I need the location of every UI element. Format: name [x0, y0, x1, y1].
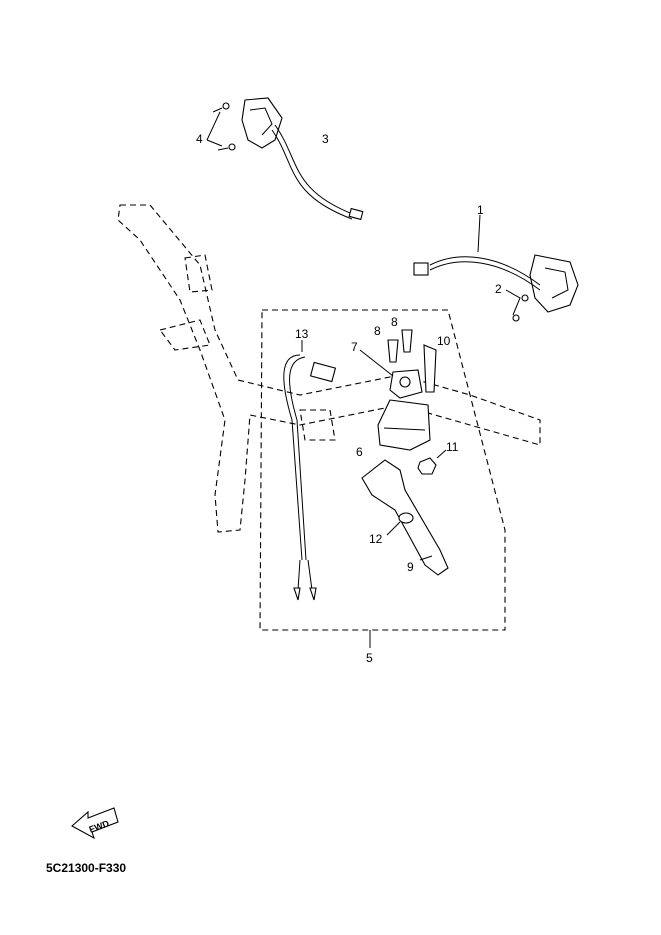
callout-3: 3 [322, 132, 329, 146]
callout-9: 9 [407, 560, 414, 574]
callout-7: 7 [351, 340, 358, 354]
handlebar-outline [117, 204, 541, 533]
diagram-code: 5C21300-F330 [46, 861, 126, 875]
part-1-switch-assembly [413, 214, 579, 313]
callout-11: 11 [446, 440, 459, 454]
callout-6: 6 [356, 445, 363, 459]
part-4-screws [206, 102, 236, 151]
callout-8a: 8 [374, 324, 381, 338]
part-13-switch-cable [283, 340, 337, 601]
part-2-screw [505, 289, 529, 322]
part-7-lever-holder [359, 329, 437, 399]
callout-12: 12 [369, 532, 383, 546]
callout-1: 1 [477, 203, 484, 217]
part-11-nut [417, 449, 447, 475]
callout-13: 13 [295, 327, 309, 341]
callout-2: 2 [495, 282, 502, 296]
callout-10: 10 [437, 334, 451, 348]
forward-arrow-icon: FWD [71, 807, 119, 840]
callout-8b: 8 [391, 315, 398, 329]
assembly-boundary [259, 309, 506, 631]
callout-5: 5 [366, 651, 373, 665]
callout-4: 4 [196, 132, 203, 146]
part-12-spacer [386, 512, 414, 536]
part-6-lever-bracket [377, 399, 431, 451]
part-3-switch-cable [241, 97, 364, 221]
